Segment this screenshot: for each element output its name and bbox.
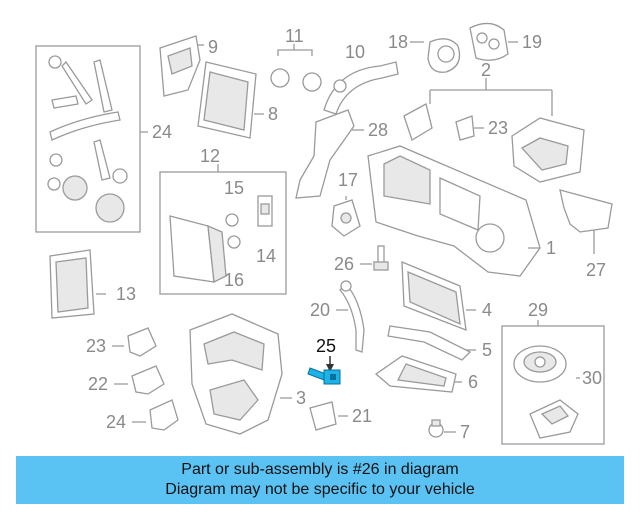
part-2-door-b <box>511 117 585 183</box>
callout-28: 27 <box>586 260 606 280</box>
part-1-hvac-housing <box>367 145 541 277</box>
part-8-evaporator <box>197 61 257 139</box>
callout-25: 24 <box>152 122 172 142</box>
part-5-seal <box>387 325 472 361</box>
callout-11: 11 <box>285 26 304 46</box>
part-13-cabin-filter <box>49 249 95 319</box>
callout-7: 7 <box>460 422 470 442</box>
callout-12: 12 <box>200 146 220 166</box>
callout-24-lower: 24 <box>106 412 126 432</box>
part-18-gasket <box>427 38 461 73</box>
callout-24-upper: 23 <box>488 118 508 138</box>
callout-27: 26 <box>334 254 354 274</box>
part-24-clip <box>455 115 475 141</box>
part-25-linkage-set <box>35 45 141 233</box>
callout-6: 6 <box>468 372 478 392</box>
callout-9: 9 <box>208 37 218 57</box>
callout-17: 17 <box>338 170 358 190</box>
part-27-screw <box>373 245 389 271</box>
callout-30: 29 <box>528 300 548 320</box>
part-6-tray <box>374 355 457 393</box>
callout-14: 14 <box>256 246 276 266</box>
part-21-connector <box>309 401 337 431</box>
part-3-housing <box>189 313 283 435</box>
callout-22: 22 <box>88 374 108 394</box>
banner-line-disclaimer: Diagram may not be specific to your vehi… <box>165 481 475 498</box>
callout-4: 4 <box>482 300 492 320</box>
info-banner: Part or sub-assembly is #26 in diagram D… <box>16 456 624 504</box>
part-4-filter <box>401 261 467 332</box>
part-28-bracket <box>559 189 613 233</box>
callout-16: 16 <box>224 270 244 290</box>
callout-1: 1 <box>546 238 556 258</box>
callout-15: 15 <box>224 178 244 198</box>
part-29-bracket <box>295 109 355 199</box>
banner-line-part-number: Part or sub-assembly is #26 in diagram <box>181 461 459 478</box>
callout-18: 18 <box>388 32 408 52</box>
exploded-parts-diagram: 9 8 11 10 18 19 2 24 28 23 12 15 17 14 1… <box>35 22 613 445</box>
part-31-resistor <box>529 399 579 439</box>
part-7-fastener <box>428 419 444 438</box>
part-15-oring <box>225 213 239 227</box>
part-30-group-box <box>501 325 605 445</box>
callout-26-highlighted: 25 <box>316 336 336 356</box>
part-9-bracket <box>159 35 201 97</box>
callout-31: 30 <box>582 368 602 388</box>
part-17-actuator <box>331 199 361 237</box>
part-30-blower-motor <box>513 345 567 383</box>
part-20-hose <box>339 280 365 353</box>
part-12-group-box <box>159 171 287 295</box>
callout-10: 10 <box>345 42 365 62</box>
callout-21: 21 <box>352 406 372 426</box>
part-14-valve <box>257 195 273 227</box>
callout-8: 8 <box>268 104 278 124</box>
callout-13: 13 <box>116 284 136 304</box>
callout-3: 3 <box>296 388 306 408</box>
part-26-highlighted-sensor <box>307 356 341 385</box>
callout-23: 23 <box>86 336 106 356</box>
callout-labels: 9 8 11 10 18 19 2 24 28 23 12 15 17 14 1… <box>86 26 606 442</box>
callout-19: 19 <box>522 32 542 52</box>
part-2-door-a <box>403 103 433 141</box>
callout-20: 20 <box>310 300 330 320</box>
part-16-oring <box>227 235 241 249</box>
part-22-actuator <box>131 365 165 395</box>
part-19-gasket <box>469 22 509 61</box>
callout-5: 5 <box>482 340 492 360</box>
callout-2: 2 <box>481 60 491 80</box>
callout-29: 28 <box>368 120 388 140</box>
part-10-pipe <box>323 61 399 115</box>
part-23-actuator <box>127 327 157 357</box>
part-24-actuator <box>149 399 179 431</box>
part-12-heater-core <box>169 215 227 284</box>
part-11-seals <box>270 44 322 92</box>
